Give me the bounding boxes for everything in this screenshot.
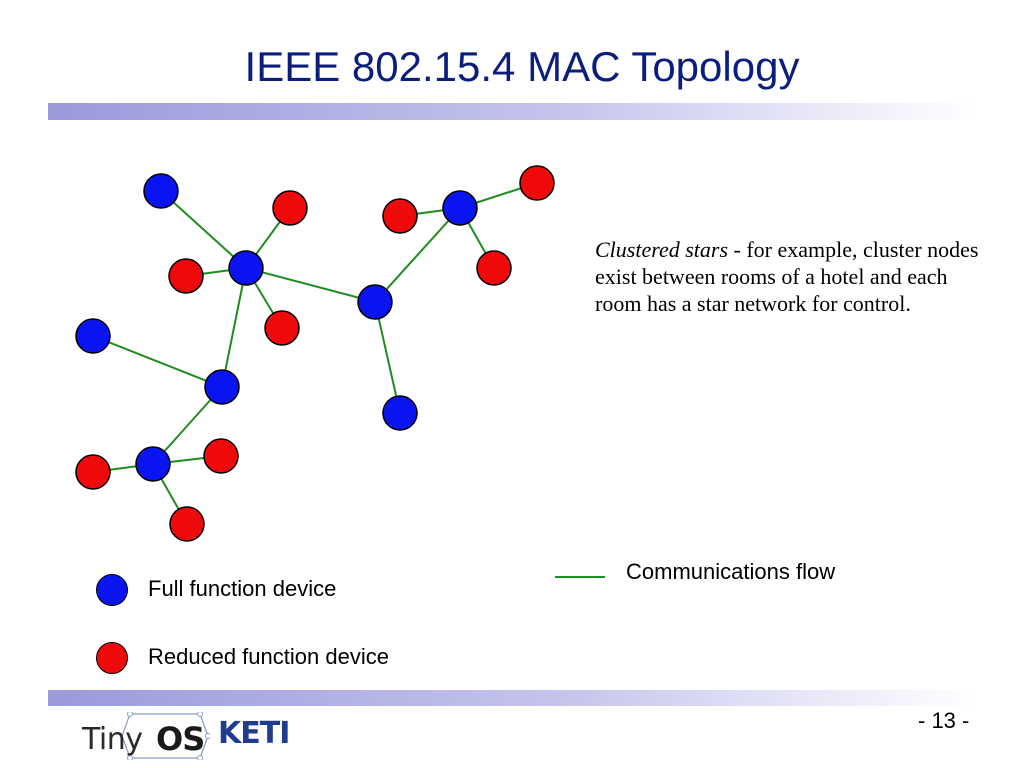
- reduced-function-node-r4: [382, 198, 418, 234]
- full-function-node-c1: [228, 250, 264, 286]
- tinyos-logo: Tiny OS: [70, 712, 210, 760]
- link-c1-c4: [221, 267, 247, 388]
- legend-full-function-dot: [96, 574, 128, 606]
- tinyos-logo-ring: [121, 712, 210, 760]
- legend-reduced-function-dot: [96, 642, 128, 674]
- full-function-node-f2: [382, 395, 418, 431]
- reduced-function-node-r7: [203, 438, 239, 474]
- footer-divider: [48, 690, 978, 706]
- reduced-function-node-r5: [519, 165, 555, 201]
- full-function-node-c4: [204, 369, 240, 405]
- reduced-function-node-r8: [75, 454, 111, 490]
- full-function-node-f1: [143, 173, 179, 209]
- reduced-function-node-r9: [169, 506, 205, 542]
- tinyos-logo-os: OS: [156, 720, 205, 758]
- description-text: - for example, cluster nodes exist betwe…: [595, 237, 979, 316]
- full-function-node-c3: [442, 190, 478, 226]
- full-function-node-c5: [135, 446, 171, 482]
- full-function-node-c2: [357, 284, 393, 320]
- legend-flow-label: Communications flow: [626, 559, 836, 584]
- reduced-function-node-r2: [168, 258, 204, 294]
- tinyos-logo-tiny: Tiny: [82, 722, 143, 757]
- slide-title: IEEE 802.15.4 MAC Topology: [244, 43, 800, 90]
- nodes-layer: [75, 165, 555, 542]
- full-function-node-f3: [75, 318, 111, 354]
- reduced-function-node-r1: [272, 190, 308, 226]
- link-c1-c2: [245, 267, 376, 303]
- legend-reduced-function-label: Reduced function device: [148, 644, 389, 669]
- description-emphasis: Clustered stars: [595, 237, 729, 262]
- page-number: - 13 -: [918, 708, 970, 733]
- topology-description: Clustered stars - for example, cluster n…: [595, 236, 995, 317]
- reduced-function-node-r3: [264, 310, 300, 346]
- link-c2-f2: [374, 301, 401, 414]
- reduced-function-node-r6: [476, 250, 512, 286]
- link-c2-c3: [374, 207, 461, 303]
- title-divider: [48, 103, 978, 120]
- keti-logo: KETI: [218, 716, 290, 751]
- link-c4-f3: [92, 335, 223, 388]
- link-c1-f1: [160, 190, 247, 269]
- legend-full-function-label: Full function device: [148, 576, 337, 601]
- legend-flow-line: [555, 576, 605, 578]
